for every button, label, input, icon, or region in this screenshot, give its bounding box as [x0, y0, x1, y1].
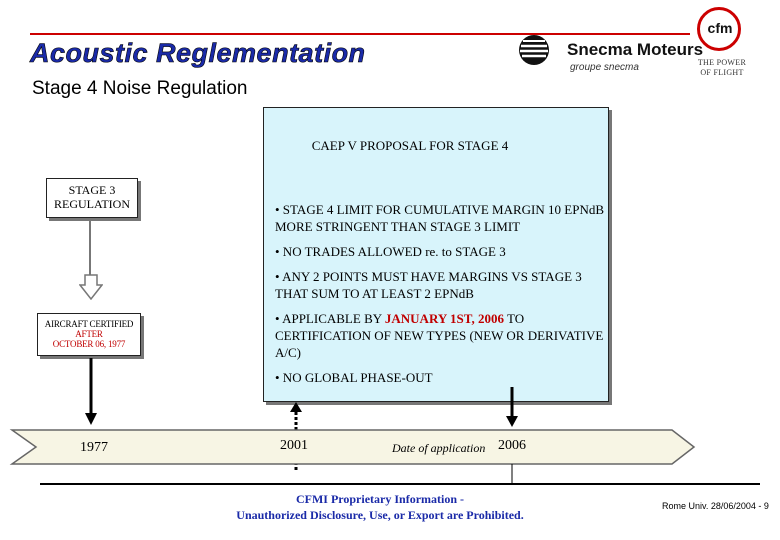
proposal-bullet-2: • NO TRADES ALLOWED re. to STAGE 3: [275, 244, 506, 259]
aircraft-certified-box: AIRCRAFT CERTIFIED AFTER OCTOBER 06, 197…: [37, 313, 141, 356]
page-title: Acoustic Reglementation: [30, 38, 366, 69]
cfm-tagline-1: THE POWER: [697, 58, 747, 67]
cfm-logo-text: cfm: [707, 20, 733, 36]
year-1977-label: 1977: [80, 440, 108, 455]
cfm-logo-ring: [697, 7, 741, 51]
bullet-4-suffix: TO CERTIFICATION OF NEW TYPES (NEW OR DE…: [275, 311, 604, 360]
stage3-arrow-shaft: [89, 218, 91, 276]
aircraft-line-1: AIRCRAFT CERTIFIED: [44, 319, 134, 329]
cfm-tagline-2: OF FLIGHT: [700, 68, 744, 77]
snecma-brand-name: Snecma Moteurs: [567, 40, 704, 59]
aircraft-line-3: OCTOBER 06, 1977: [52, 339, 126, 349]
bullet-4-prefix: • APPLICABLE BY: [275, 311, 385, 326]
date-of-application-label: Date of application: [392, 441, 486, 455]
footer-divider: [40, 483, 760, 485]
caep-proposal-box: [263, 107, 609, 402]
marker-1977-arrowhead: [85, 413, 97, 425]
proposal-bullet-1: • STAGE 4 LIMIT FOR CUMULATIVE MARGIN 10…: [275, 202, 604, 234]
snecma-group-label: groupe snecma: [570, 62, 639, 73]
proposal-bullet-3: • ANY 2 POINTS MUST HAVE MARGINS VS STAG…: [275, 269, 582, 301]
marker-2001-arrowhead: [290, 402, 302, 412]
timeline-arrow: [9, 429, 696, 465]
marker-2006-arrowhead: [506, 416, 518, 427]
stage3-regulation-box: STAGE 3 REGULATION: [46, 178, 138, 218]
year-2006-label: 2006: [498, 438, 526, 453]
aircraft-line-2: AFTER: [75, 329, 103, 339]
page-subtitle: Stage 4 Noise Regulation: [32, 78, 248, 99]
proposal-bullet-4: • APPLICABLE BY JANUARY 1ST, 2006 TO CER…: [275, 310, 605, 361]
application-date: JANUARY 1ST, 2006: [384, 311, 504, 326]
proprietary-line-1: CFMI Proprietary Information -: [295, 492, 465, 506]
proprietary-notice: CFMI Proprietary Information - Unauthori…: [230, 491, 530, 523]
proposal-bullet-5: • NO GLOBAL PHASE-OUT: [275, 370, 433, 385]
proprietary-line-2: Unauthorized Disclosure, Use, or Export …: [236, 508, 524, 522]
down-arrow-icon: [79, 274, 103, 300]
year-2001-label: 2001: [280, 438, 308, 453]
header-divider: [30, 33, 690, 35]
snecma-logo-icon: [519, 35, 549, 65]
page-footer-info: Rome Univ. 28/06/2004 - 9: [662, 501, 769, 511]
proposal-title: CAEP V PROPOSAL FOR STAGE 4: [311, 138, 509, 153]
